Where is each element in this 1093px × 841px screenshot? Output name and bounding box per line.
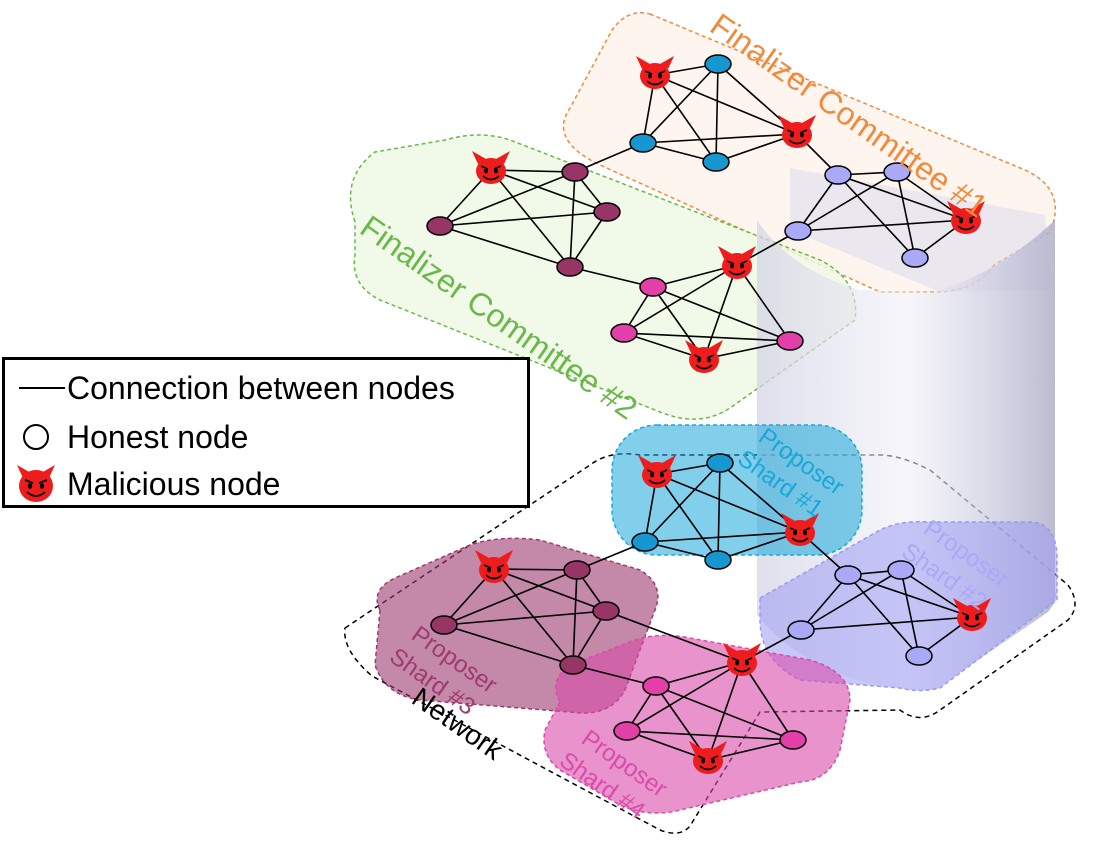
honest-nodes xyxy=(426,54,933,750)
legend-connection-label: Connection between nodes xyxy=(67,369,455,406)
honest-node xyxy=(563,560,591,580)
proposer-shard-4-region xyxy=(543,634,851,814)
devil-icon xyxy=(17,465,55,502)
honest-node xyxy=(787,620,815,640)
honest-node xyxy=(704,54,732,74)
honest-node xyxy=(706,453,734,473)
honest-node xyxy=(426,216,454,236)
honest-node xyxy=(559,655,587,675)
honest-node xyxy=(642,676,670,696)
legend-malicious-row: Malicious node xyxy=(5,459,280,509)
legend-honest-row: Honest node xyxy=(5,412,248,462)
honest-node xyxy=(613,721,641,741)
honest-node xyxy=(561,162,589,182)
honest-node xyxy=(639,277,667,297)
honest-node xyxy=(704,550,732,570)
network-region xyxy=(344,453,1076,834)
honest-node xyxy=(824,165,852,185)
honest-node xyxy=(631,532,659,552)
honest-node xyxy=(610,323,638,343)
honest-node xyxy=(834,565,862,585)
legend-malicious-label: Malicious node xyxy=(67,465,281,502)
honest-node xyxy=(905,646,933,666)
honest-node xyxy=(629,133,657,153)
honest-node xyxy=(776,331,804,351)
legend: Connection between nodes Honest node Mal… xyxy=(2,357,530,508)
honest-node xyxy=(702,152,730,172)
legend-honest-label: Honest node xyxy=(67,418,249,455)
honest-node xyxy=(592,601,620,621)
finalizer-committee-2-region xyxy=(349,134,857,420)
honest-node xyxy=(556,257,584,277)
connection-line-icon xyxy=(19,387,65,389)
honest-node xyxy=(901,248,929,268)
honest-node xyxy=(887,560,915,580)
honest-node xyxy=(430,615,458,635)
honest-node xyxy=(593,202,621,222)
legend-connection-row: Connection between nodes xyxy=(5,363,455,413)
honest-node xyxy=(883,162,911,182)
honest-node xyxy=(784,221,812,241)
honest-node-icon xyxy=(23,424,49,450)
honest-node xyxy=(779,730,807,750)
